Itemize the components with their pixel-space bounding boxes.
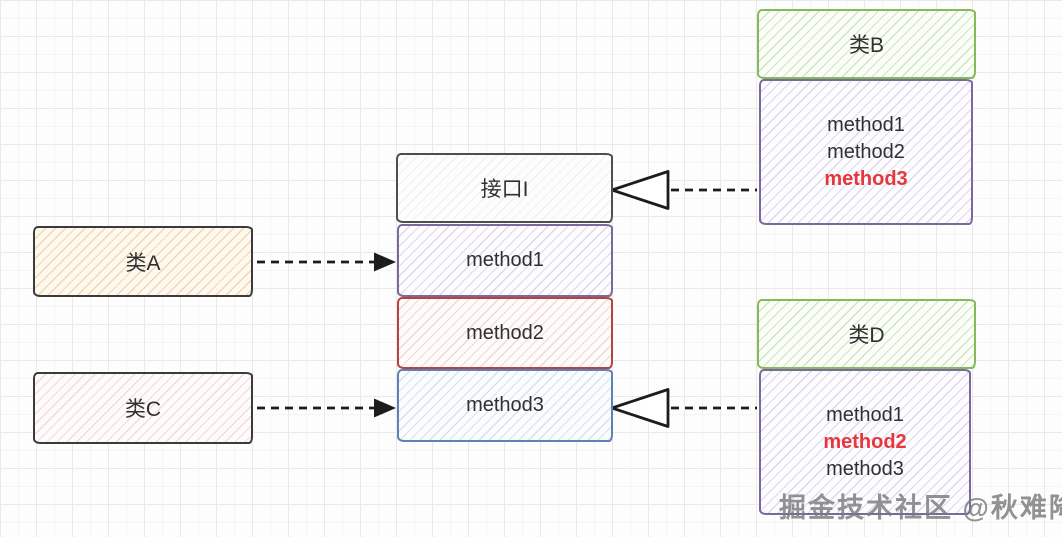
class-d-header-box: 类D <box>757 299 976 369</box>
class-c-label: 类C <box>124 398 162 421</box>
class-b-methods-box: method1 method2 method3 <box>759 79 973 225</box>
class-d-method1-label: method1 <box>826 403 904 426</box>
interface-method3-label: method3 <box>466 394 544 416</box>
class-a-label: 类A <box>125 251 161 275</box>
class-b-method1-label: method1 <box>827 113 905 136</box>
class-b-method2-label: method2 <box>827 140 905 163</box>
class-b-method3-label: method3 <box>824 167 908 190</box>
interface-method1-label: method1 <box>466 249 544 271</box>
class-d-methods-box: method1 method2 method3 <box>759 369 971 515</box>
class-c-box: 类C <box>33 372 253 444</box>
interface-method2-label: method2 <box>466 321 544 344</box>
arrow-class-a-to-method1 <box>257 252 396 272</box>
class-b-header-box: 类B <box>757 9 976 79</box>
interface-header-box: 接口I <box>396 153 613 223</box>
interface-label: 接口I <box>480 178 529 201</box>
class-d-label: 类D <box>848 324 885 347</box>
class-b-label: 类B <box>848 34 884 57</box>
class-d-method3-label: method3 <box>826 457 904 480</box>
class-a-box: 类A <box>33 226 253 297</box>
interface-method2-box: method2 <box>397 297 613 369</box>
class-d-method2-label: method2 <box>823 430 907 453</box>
arrow-class-b-realizes-interface <box>610 170 757 210</box>
interface-method1-box: method1 <box>397 224 613 297</box>
arrow-class-d-realizes-method3 <box>610 388 757 428</box>
arrow-class-c-to-method3 <box>257 398 396 418</box>
watermark: 掘金技术社区 @秋难降 <box>779 493 1062 523</box>
interface-method3-box: method3 <box>397 369 613 442</box>
